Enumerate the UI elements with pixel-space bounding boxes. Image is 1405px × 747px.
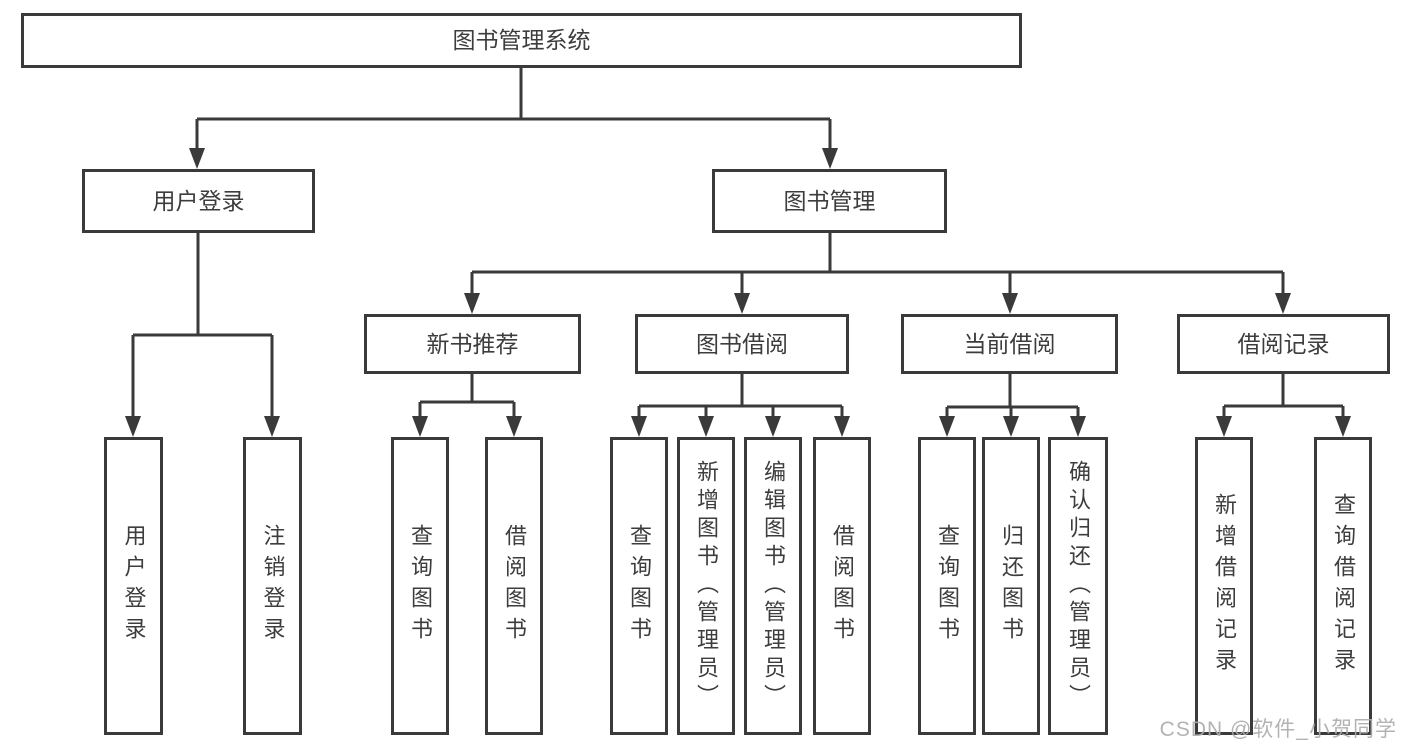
node-label: 借阅记录 xyxy=(1237,330,1330,357)
node-current-borrowing: 当前借阅 xyxy=(901,314,1118,374)
node-book-borrowing: 图书借阅 xyxy=(635,314,849,374)
node-borrowing-records: 借阅记录 xyxy=(1177,314,1390,374)
leaf-logout: 注销登录 xyxy=(243,437,302,735)
leaf-label: 编辑图书（管理员） xyxy=(761,460,786,712)
node-label: 用户登录 xyxy=(152,187,245,214)
node-label: 图书管理系统 xyxy=(452,27,591,53)
leaf-label: 查询借阅记录 xyxy=(1331,493,1356,679)
leaf-label: 查询图书 xyxy=(935,524,960,648)
node-new-book-recommendation: 新书推荐 xyxy=(364,314,581,374)
leaf-label: 用户登录 xyxy=(121,524,147,648)
leaf-query-borrow-record: 查询借阅记录 xyxy=(1314,437,1372,735)
leaf-label: 新增借阅记录 xyxy=(1212,493,1237,679)
leaf-query-books-recommend: 查询图书 xyxy=(391,437,449,735)
node-label: 当前借阅 xyxy=(963,330,1056,357)
leaf-edit-book-admin: 编辑图书（管理员） xyxy=(744,437,802,735)
leaf-label: 新增图书（管理员） xyxy=(694,460,719,712)
node-label: 图书管理 xyxy=(783,187,876,214)
node-user-login: 用户登录 xyxy=(82,169,315,233)
leaf-label: 归还图书 xyxy=(999,524,1024,648)
leaf-user-login: 用户登录 xyxy=(104,437,163,735)
leaf-label: 查询图书 xyxy=(408,524,433,648)
leaf-return-book: 归还图书 xyxy=(982,437,1040,735)
node-label: 新书推荐 xyxy=(426,330,519,357)
leaf-query-books-current: 查询图书 xyxy=(918,437,976,735)
leaf-label: 查询图书 xyxy=(627,524,652,648)
node-label: 图书借阅 xyxy=(696,330,788,357)
leaf-add-book-admin: 新增图书（管理员） xyxy=(677,437,735,735)
node-book-management: 图书管理 xyxy=(712,169,947,233)
leaf-borrow-books: 借阅图书 xyxy=(813,437,871,735)
leaf-add-borrow-record: 新增借阅记录 xyxy=(1195,437,1253,735)
leaf-query-books-borrow: 查询图书 xyxy=(610,437,668,735)
leaf-borrow-books-recommend: 借阅图书 xyxy=(485,437,543,735)
leaf-label: 借阅图书 xyxy=(502,524,527,648)
leaf-label: 借阅图书 xyxy=(830,524,855,648)
leaf-confirm-return-admin: 确认归还（管理员） xyxy=(1048,437,1108,735)
leaf-label: 确认归还（管理员） xyxy=(1066,460,1091,712)
leaf-label: 注销登录 xyxy=(260,524,286,648)
node-root-library-system: 图书管理系统 xyxy=(21,13,1022,68)
watermark: CSDN @软件_小贺同学 xyxy=(1159,718,1397,741)
